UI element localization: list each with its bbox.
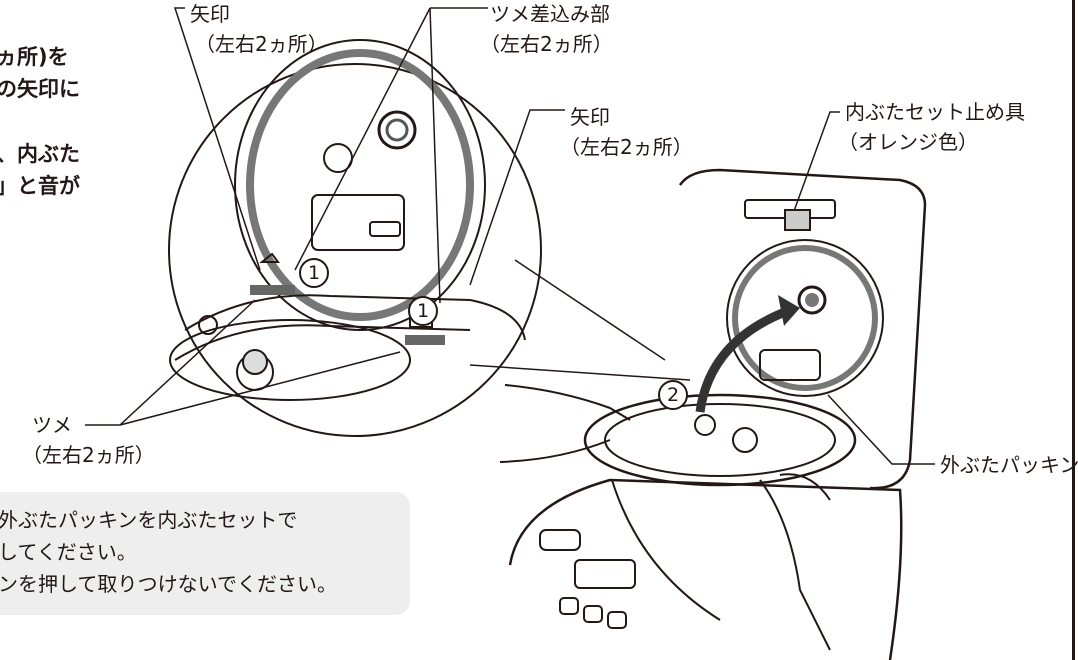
instruction-line-3: 、内ぶた: [0, 142, 80, 166]
page-edge-rule: [1072, 0, 1075, 660]
magnified-packing-ring: [246, 49, 474, 321]
note-box: [0, 492, 410, 615]
step1-number-lower: 1: [417, 300, 430, 322]
magnified-view-circle: [168, 63, 542, 437]
label-lid-stopper: 内ぶたセット止め具: [845, 100, 1025, 124]
step1-marker-upper: [299, 258, 329, 288]
magnified-inner-lid: [234, 39, 486, 331]
instruction-line-1: ヵ所)を: [0, 45, 69, 69]
step2-number: 2: [667, 384, 680, 406]
step1-marker-lower: [408, 296, 438, 326]
label-arrow-mark-mid: 矢印: [570, 105, 610, 129]
label-claw-insert: ツメ差込み部: [490, 2, 610, 26]
label-outer-packing: 外ぶたパッキン: [940, 453, 1078, 477]
label-claw: ツメ: [32, 413, 72, 437]
step2-marker: [658, 380, 688, 410]
label-lid-stopper-sub: （オレンジ色）: [838, 130, 978, 154]
note-line-3: ンを押して取りつけないでください。: [0, 572, 337, 596]
label-arrow-mark-left: 矢印: [190, 2, 230, 26]
label-claw-sub: （左右2ヵ所）: [22, 443, 155, 467]
instruction-line-4: 」と音が: [0, 174, 80, 198]
label-arrow-mark-mid-sub: （左右2ヵ所）: [560, 135, 693, 159]
step1-number-upper: 1: [308, 262, 321, 284]
instruction-line-2: の矢印に: [0, 77, 80, 101]
note-line-1: 外ぶたパッキンを内ぶたセットで: [0, 508, 298, 532]
label-arrow-mark-left-sub: （左右2ヵ所）: [195, 32, 328, 56]
note-line-2: してください。: [0, 540, 137, 564]
label-claw-insert-sub: （左右2ヵ所）: [480, 32, 613, 56]
